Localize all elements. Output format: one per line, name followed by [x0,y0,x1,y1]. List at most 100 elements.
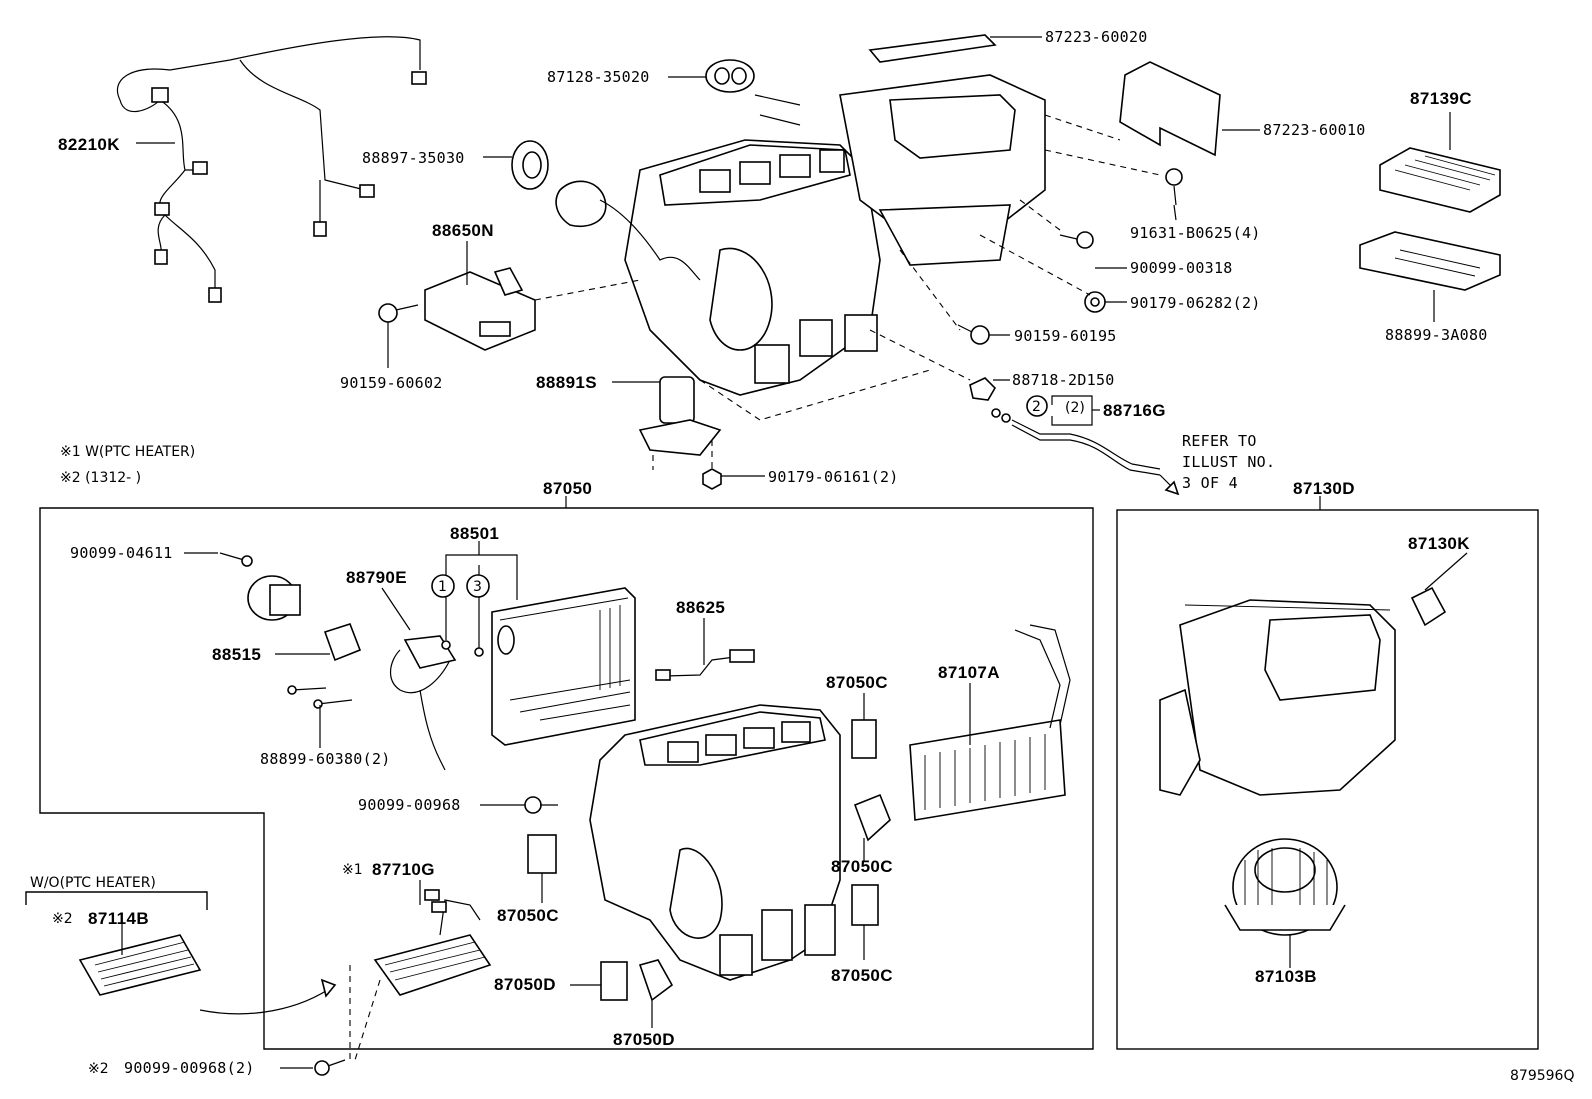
nut-90179-06161 [702,468,722,490]
heater-core-87107A [909,624,1071,821]
seal-87223-60020 [868,34,997,63]
screw-90159-60195 [957,324,990,345]
label-87050D-a: 87050D [494,975,556,994]
callout-2-88716G [1026,395,1048,417]
label-88718-2D150: 88718-2D150 [1012,371,1115,389]
label-90159-60195: 90159-60195 [1014,327,1117,345]
label-82210K: 82210K [58,135,120,154]
amplifier-88650N [424,267,536,351]
ptc-heater-87114B [78,934,202,996]
wo-ptc-bracket [25,891,208,910]
refer-line-2: ILLUST NO. [1182,453,1275,471]
label-88899-3A080: 88899-3A080 [1385,326,1488,344]
label-87710G-mark: ※1 [342,862,363,878]
seal-88897-35030 [511,140,549,190]
hvac-unit-assembly-top [555,74,1046,396]
label-90099-00968-2-mark: ※2 [88,1061,109,1077]
label-87050C-a: 87050C [826,673,888,692]
nut-90179-06282 [1084,291,1106,313]
label-wo-ptc-heater: W/O(PTC HEATER) [30,875,156,891]
label-88625: 88625 [676,598,725,617]
screws-88899-60380 [287,685,353,709]
valve-88718-2D150 [969,377,997,401]
filter-case-88899-3A080 [1359,231,1501,291]
plate-87050C-d [851,884,879,926]
refer-line-1: REFER TO [1182,432,1257,450]
label-90159-60602: 90159-60602 [340,374,443,392]
plate-87050D-a [600,961,628,1001]
label-87223-60010: 87223-60010 [1263,121,1366,139]
ptc-heater-87710G [373,889,492,996]
screw-90099-00968-2 [314,1059,346,1076]
label-87050C-c: 87050C [497,906,559,925]
part-87130K [1410,586,1447,627]
filter-87139C [1379,147,1501,213]
callout-1-88501 [431,574,455,598]
callout-1-88501-num: 1 [438,579,447,595]
callout-2-88716G-num: 2 [1032,399,1041,415]
label-88650N: 88650N [432,221,494,240]
label-90099-00968-2: 90099-00968(2) [124,1059,255,1077]
label-87103B: 87103B [1255,967,1317,986]
servo-motor [247,575,301,621]
wire-harness-82210K [116,36,427,303]
label-87050C-d: 87050C [831,966,893,985]
group-box-87050 [39,507,1094,1050]
label-88501: 88501 [450,524,499,543]
leader-lines [121,36,1468,1069]
thermistor-88625 [655,649,755,681]
refer-line-3: 3 OF 4 [1182,474,1238,492]
label-88891S: 88891S [536,373,597,392]
hvac-unit-lower [589,704,841,981]
plate-87050D-b [638,959,674,1002]
screw-90099-04611 [219,552,253,567]
label-87050D-b: 87050D [613,1030,675,1049]
sensor-88515 [323,623,362,662]
label-90179-06161: 90179-06161(2) [768,468,899,486]
plate-87050C-b [853,793,891,842]
screw-90159-60602 [378,303,419,323]
label-87130D: 87130D [1293,479,1355,498]
label-87130K: 87130K [1408,534,1470,553]
screw-90099-00968 [524,796,558,814]
pipe-88716G [991,408,1161,476]
label-88716G-qty: (2) [1065,400,1085,416]
illustration-id: 879596Q [1510,1068,1574,1084]
label-90099-00968: 90099-00968 [358,796,461,814]
screw-91631-B0625 [1165,168,1183,206]
label-88790E: 88790E [346,568,407,587]
label-88897-35030: 88897-35030 [362,149,465,167]
label-87710G: 87710G [372,860,435,879]
label-88716G: 88716G [1103,401,1166,420]
blower-motor-87103B [1224,838,1346,936]
label-87050C-b: 87050C [831,857,893,876]
label-87050: 87050 [543,479,592,498]
plate-87050C-a [851,719,877,759]
callout-3-88501 [466,574,490,598]
plate-87050C-c [527,834,557,874]
callout-3-88501-num: 3 [473,579,482,595]
label-90099-00318: 90099-00318 [1130,259,1233,277]
label-87107A: 87107A [938,663,1000,682]
label-87128-35020: 87128-35020 [547,68,650,86]
seal-87223-60010 [1119,61,1221,157]
label-90099-04611: 90099-04611 [70,544,173,562]
label-88899-60380: 88899-60380(2) [260,750,391,768]
note-1: ※1 W(PTC HEATER) [60,444,195,460]
label-88515: 88515 [212,645,261,664]
note-2: ※2 (1312- ) [60,470,141,486]
grommet-87128-35020 [705,59,755,93]
blower-unit-87130D [1159,599,1396,796]
actuator-88891S [638,376,722,456]
label-90179-06282: 90179-06282(2) [1130,294,1261,312]
screw-90099-00318 [1059,231,1094,249]
expansion-valve-88790E [390,635,457,771]
label-87114B: 87114B [88,909,149,928]
group-box-87130D [1116,509,1539,1050]
label-87114B-mark: ※2 [52,911,73,927]
label-91631-B0625: 91631-B0625(4) [1130,224,1261,242]
label-87139C: 87139C [1410,89,1472,108]
label-87223-60020: 87223-60020 [1045,28,1148,46]
